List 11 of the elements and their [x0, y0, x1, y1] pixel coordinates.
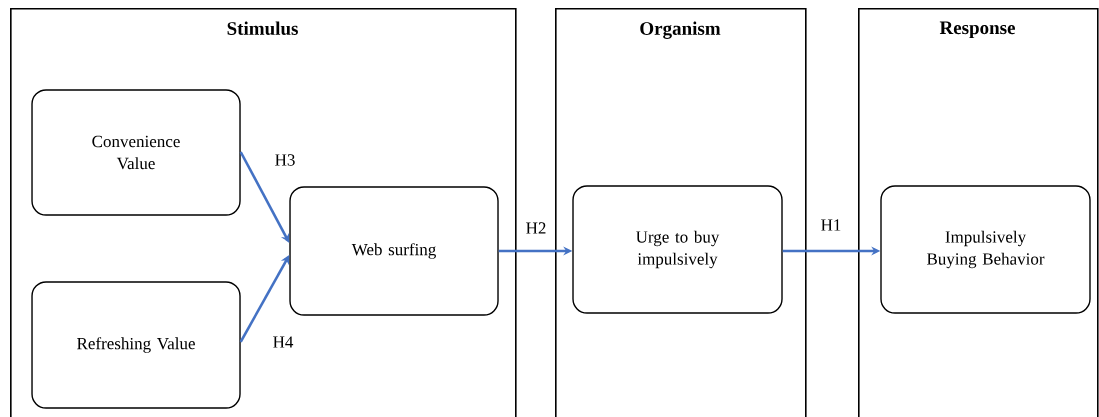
rounded-box: Impulsively Buying Behavior	[880, 185, 1091, 314]
rounded-box: Urge to buy impulsively	[572, 185, 783, 314]
arrow	[239, 255, 290, 343]
edge-label: H3	[273, 153, 297, 167]
edge-label: H2	[524, 221, 548, 235]
rounded-box: Refreshing Value	[31, 281, 241, 409]
rounded-box: Web surfing	[289, 186, 499, 316]
edge-label: H4	[271, 335, 295, 349]
arrow	[239, 151, 290, 243]
edge-label: H1	[819, 218, 843, 232]
rounded-box: Convenience Value	[31, 89, 241, 216]
